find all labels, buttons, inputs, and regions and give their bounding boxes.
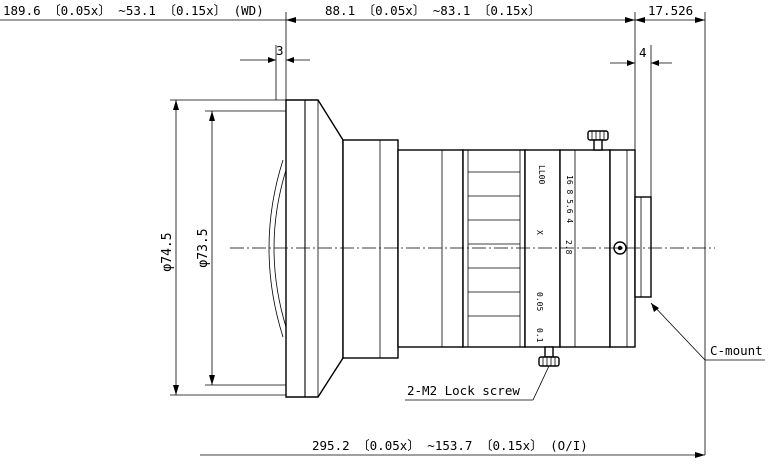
outer-diameter-dimension xyxy=(170,99,286,396)
rear-step-dimension xyxy=(610,60,672,66)
front-glass xyxy=(273,169,287,328)
top-lock-screw xyxy=(587,130,609,151)
bottom-dimension-line xyxy=(200,452,705,458)
lock-screw-leader xyxy=(405,365,550,401)
bottom-lock-screw xyxy=(538,346,560,367)
lens-body xyxy=(268,99,652,398)
inner-diameter-label: φ73.5 xyxy=(196,228,211,267)
c-mount-label: C-mount xyxy=(710,343,763,358)
scale-text-005: 0.05 xyxy=(535,292,544,311)
oi-dimension-label: 295.2 〔0.05x〕 ~153.7 〔0.15x〕 (O/I) xyxy=(312,438,588,453)
flange-dimension-label: 17.526 xyxy=(648,3,693,18)
aperture-scale-numbers: 16 8 5.6 4 xyxy=(565,175,574,223)
focus-ring xyxy=(462,149,526,348)
wd-dimension-label: 189.6 〔0.05x〕 ~53.1 〔0.15x〕 (WD) xyxy=(3,3,264,18)
outer-diameter-label: φ74.5 xyxy=(160,232,175,271)
scale-text-ll00: LL00 xyxy=(537,165,546,184)
front-step-label: 3 xyxy=(276,43,284,58)
scale-ring xyxy=(524,149,561,348)
rear-step-label: 4 xyxy=(639,45,647,60)
body-length-dimension-label: 88.1 〔0.05x〕 ~83.1 〔0.15x〕 xyxy=(325,3,541,18)
top-dimension-line xyxy=(0,17,705,23)
aperture-scale-max: 2.8 xyxy=(564,240,573,255)
barrel-front xyxy=(342,139,399,359)
front-step-dimension xyxy=(240,57,310,63)
scale-text-x: X xyxy=(535,230,544,235)
front-hood xyxy=(285,99,344,398)
lock-screw-label: 2-M2 Lock screw xyxy=(407,383,520,398)
barrel-mid xyxy=(397,149,464,348)
c-mount-leader xyxy=(650,302,765,361)
scale-text-01: 0.1 xyxy=(535,328,544,343)
aperture-ring xyxy=(559,149,611,348)
inner-diameter-dimension xyxy=(205,110,286,386)
c-mount-thread xyxy=(634,196,652,298)
